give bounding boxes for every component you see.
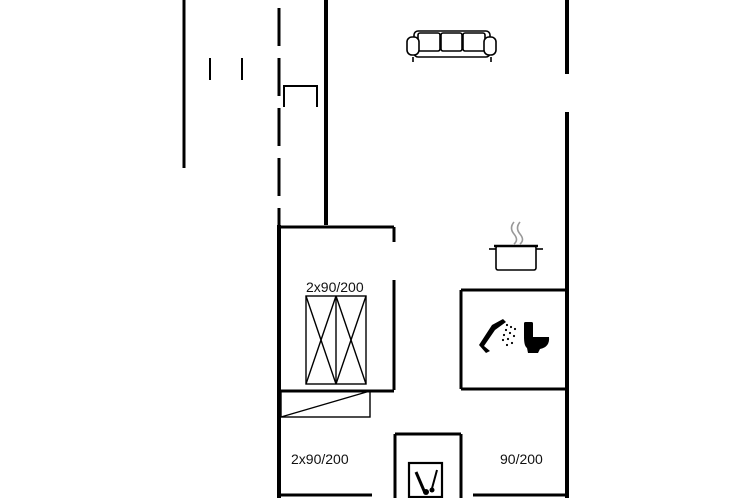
fixture-bracket [283,85,318,107]
bed-upper-label: 2x90/200 [306,279,364,295]
walls [182,0,569,498]
bed-lower-horizontal [280,390,371,418]
sofa-icon [406,30,497,62]
washbasin-icon [407,461,444,498]
bed-lower-right-label: 90/200 [500,451,543,467]
cooking-pot-icon [489,221,543,271]
shower-icon [479,319,517,353]
terrace-fixtures [209,58,318,107]
bed-upper [305,295,367,385]
bed-lower-left-label: 2x90/200 [291,451,349,467]
toilet-icon [524,322,550,353]
